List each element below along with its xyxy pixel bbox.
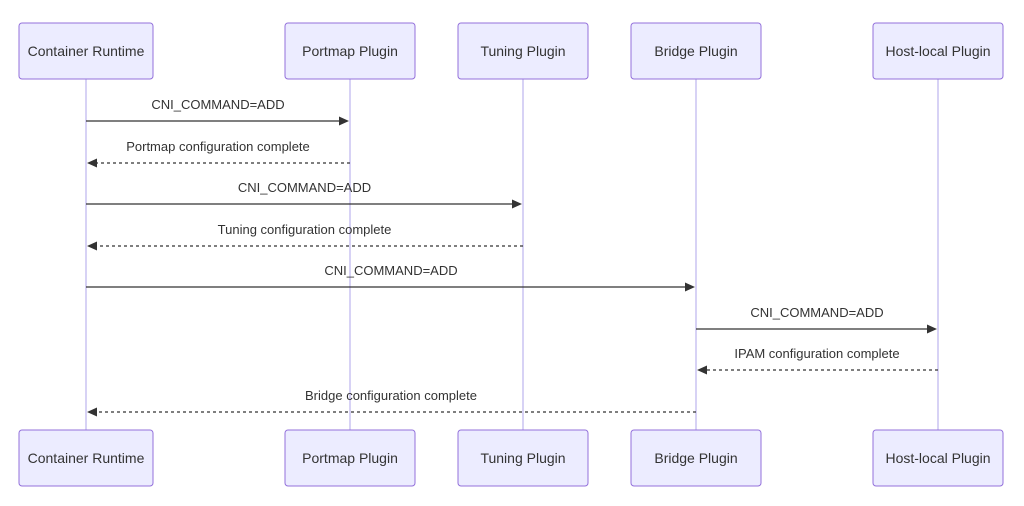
participant-portmap-top: Portmap Plugin bbox=[284, 22, 416, 80]
arrowhead-icon bbox=[927, 324, 937, 334]
arrowhead-icon bbox=[87, 407, 97, 417]
participant-hostlocal-bottom: Host-local Plugin bbox=[872, 429, 1004, 487]
message-2: CNI_COMMAND=ADD bbox=[86, 180, 522, 209]
participant-box bbox=[18, 429, 154, 487]
participant-box bbox=[18, 22, 154, 80]
arrowhead-icon bbox=[697, 365, 707, 375]
message-5: CNI_COMMAND=ADD bbox=[696, 305, 937, 334]
participant-runtime-top: Container Runtime bbox=[18, 22, 154, 80]
participant-label: Bridge Plugin bbox=[654, 450, 737, 466]
participant-box bbox=[630, 429, 762, 487]
message-0: CNI_COMMAND=ADD bbox=[86, 97, 349, 126]
message-7: Bridge configuration complete bbox=[87, 388, 696, 417]
participant-runtime-bottom: Container Runtime bbox=[18, 429, 154, 487]
message-1: Portmap configuration complete bbox=[87, 139, 350, 168]
message-label: CNI_COMMAND=ADD bbox=[324, 263, 457, 278]
participant-label: Host-local Plugin bbox=[885, 450, 990, 466]
message-label: CNI_COMMAND=ADD bbox=[238, 180, 371, 195]
participant-portmap-bottom: Portmap Plugin bbox=[284, 429, 416, 487]
message-label: Tuning configuration complete bbox=[218, 222, 392, 237]
message-label: IPAM configuration complete bbox=[734, 346, 899, 361]
participant-box bbox=[284, 22, 416, 80]
participant-label: Host-local Plugin bbox=[885, 43, 990, 59]
participant-box bbox=[872, 429, 1004, 487]
message-4: CNI_COMMAND=ADD bbox=[86, 263, 695, 292]
participant-label: Container Runtime bbox=[28, 450, 145, 466]
message-label: Bridge configuration complete bbox=[305, 388, 477, 403]
participant-label: Bridge Plugin bbox=[654, 43, 737, 59]
participant-box bbox=[284, 429, 416, 487]
participant-label: Portmap Plugin bbox=[302, 43, 398, 59]
arrowhead-icon bbox=[87, 241, 97, 251]
participant-box bbox=[630, 22, 762, 80]
participant-box bbox=[457, 429, 589, 487]
message-label: Portmap configuration complete bbox=[126, 139, 310, 154]
message-label: CNI_COMMAND=ADD bbox=[151, 97, 284, 112]
participant-label: Container Runtime bbox=[28, 43, 145, 59]
participant-box bbox=[457, 22, 589, 80]
participant-tuning-bottom: Tuning Plugin bbox=[457, 429, 589, 487]
participant-hostlocal-top: Host-local Plugin bbox=[872, 22, 1004, 80]
arrowhead-icon bbox=[339, 116, 349, 126]
arrowhead-icon bbox=[512, 199, 522, 209]
message-6: IPAM configuration complete bbox=[697, 346, 938, 375]
participant-label: Portmap Plugin bbox=[302, 450, 398, 466]
participant-bridge-top: Bridge Plugin bbox=[630, 22, 762, 80]
arrowhead-icon bbox=[87, 158, 97, 168]
arrowhead-icon bbox=[685, 282, 695, 292]
participant-tuning-top: Tuning Plugin bbox=[457, 22, 589, 80]
participant-label: Tuning Plugin bbox=[480, 450, 565, 466]
message-3: Tuning configuration complete bbox=[87, 222, 523, 251]
participant-box bbox=[872, 22, 1004, 80]
participant-bridge-bottom: Bridge Plugin bbox=[630, 429, 762, 487]
message-label: CNI_COMMAND=ADD bbox=[750, 305, 883, 320]
participant-label: Tuning Plugin bbox=[480, 43, 565, 59]
